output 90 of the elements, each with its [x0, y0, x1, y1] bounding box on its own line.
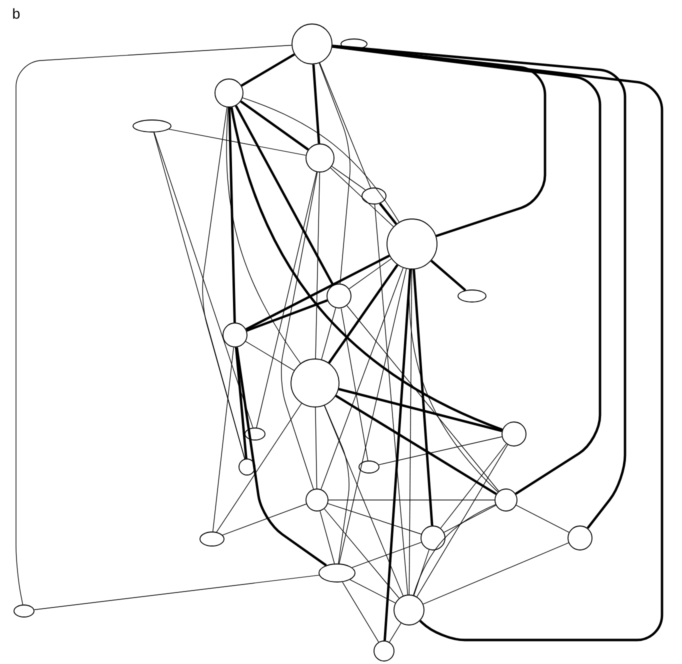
network-edge [412, 269, 434, 526]
network-node [568, 526, 592, 550]
network-edge [332, 44, 626, 529]
network-node [494, 488, 518, 512]
network-edge [168, 128, 306, 156]
network-node [200, 532, 224, 546]
network-edge [332, 45, 664, 642]
network-edge [346, 305, 500, 492]
network-edge [430, 260, 466, 292]
network-node [386, 218, 438, 270]
network-edge [422, 542, 569, 604]
network-edge [202, 106, 246, 460]
network-edge [242, 97, 400, 222]
network-edge [324, 405, 404, 596]
network-edge [315, 172, 320, 359]
network-edge [246, 254, 390, 330]
network-edge [281, 172, 318, 490]
network-node [394, 594, 424, 626]
network-edge [378, 436, 502, 466]
network-edge [414, 549, 430, 596]
network-edge [378, 202, 398, 225]
network-node [306, 488, 328, 512]
network-node [318, 564, 356, 582]
network-edge [324, 508, 400, 598]
network-edge [222, 504, 307, 536]
network-edge [154, 132, 254, 428]
network-node [502, 422, 526, 446]
network-edge [328, 264, 398, 364]
network-edge [319, 62, 372, 188]
network-edge [321, 308, 336, 360]
network-edge [342, 582, 379, 642]
network-edge [240, 100, 309, 151]
network-node [214, 78, 244, 108]
network-node [326, 284, 352, 308]
network-edge [226, 107, 301, 364]
network-node [244, 428, 266, 440]
network-edge [352, 542, 422, 568]
network-edge [416, 444, 508, 598]
network-node [362, 188, 386, 204]
network-edge [324, 405, 350, 564]
panel-label: b [13, 8, 20, 19]
network-node [292, 24, 332, 64]
network-edge [234, 347, 248, 459]
network-node [374, 640, 394, 662]
network-edge [212, 347, 234, 532]
network-edge [328, 503, 422, 534]
network-edge [34, 574, 320, 610]
network-node [340, 38, 368, 50]
network-edge [230, 106, 503, 431]
network-edge [240, 53, 295, 87]
network-edge [338, 388, 502, 432]
network-edge [228, 107, 236, 323]
network-node [420, 526, 446, 550]
network-edge [440, 443, 507, 529]
network-edge [408, 269, 412, 595]
network-node [132, 120, 172, 132]
network-node [238, 458, 256, 476]
network-edge [348, 258, 392, 290]
network-edge [331, 166, 366, 190]
network-edge [374, 204, 408, 595]
network-edge [444, 504, 496, 533]
network-node [458, 290, 486, 302]
network-edge [315, 407, 318, 489]
network-node [306, 144, 334, 172]
network-node [222, 322, 248, 348]
network-node [14, 604, 34, 618]
network-node [358, 460, 380, 474]
network-edge [312, 64, 320, 144]
network-edge [236, 347, 327, 566]
network-edge [318, 62, 350, 284]
network-edge [320, 268, 404, 490]
network-edge [256, 172, 318, 428]
network-edge [332, 45, 602, 495]
network-edge [245, 341, 294, 371]
network-edge [384, 269, 412, 641]
network-edge [153, 132, 246, 460]
network-edge [389, 622, 402, 642]
network-node [290, 358, 340, 408]
network-edge [246, 299, 328, 332]
network-edge [413, 504, 496, 596]
network-edge [320, 510, 335, 564]
network-edge [234, 105, 334, 286]
network-edge [216, 403, 302, 532]
network-edge [338, 268, 407, 564]
network-edge [16, 44, 292, 605]
network-edge [335, 394, 497, 496]
network-edge [340, 308, 368, 461]
network-edge [350, 579, 396, 604]
network-edge [330, 168, 394, 227]
network-edge [516, 504, 570, 533]
